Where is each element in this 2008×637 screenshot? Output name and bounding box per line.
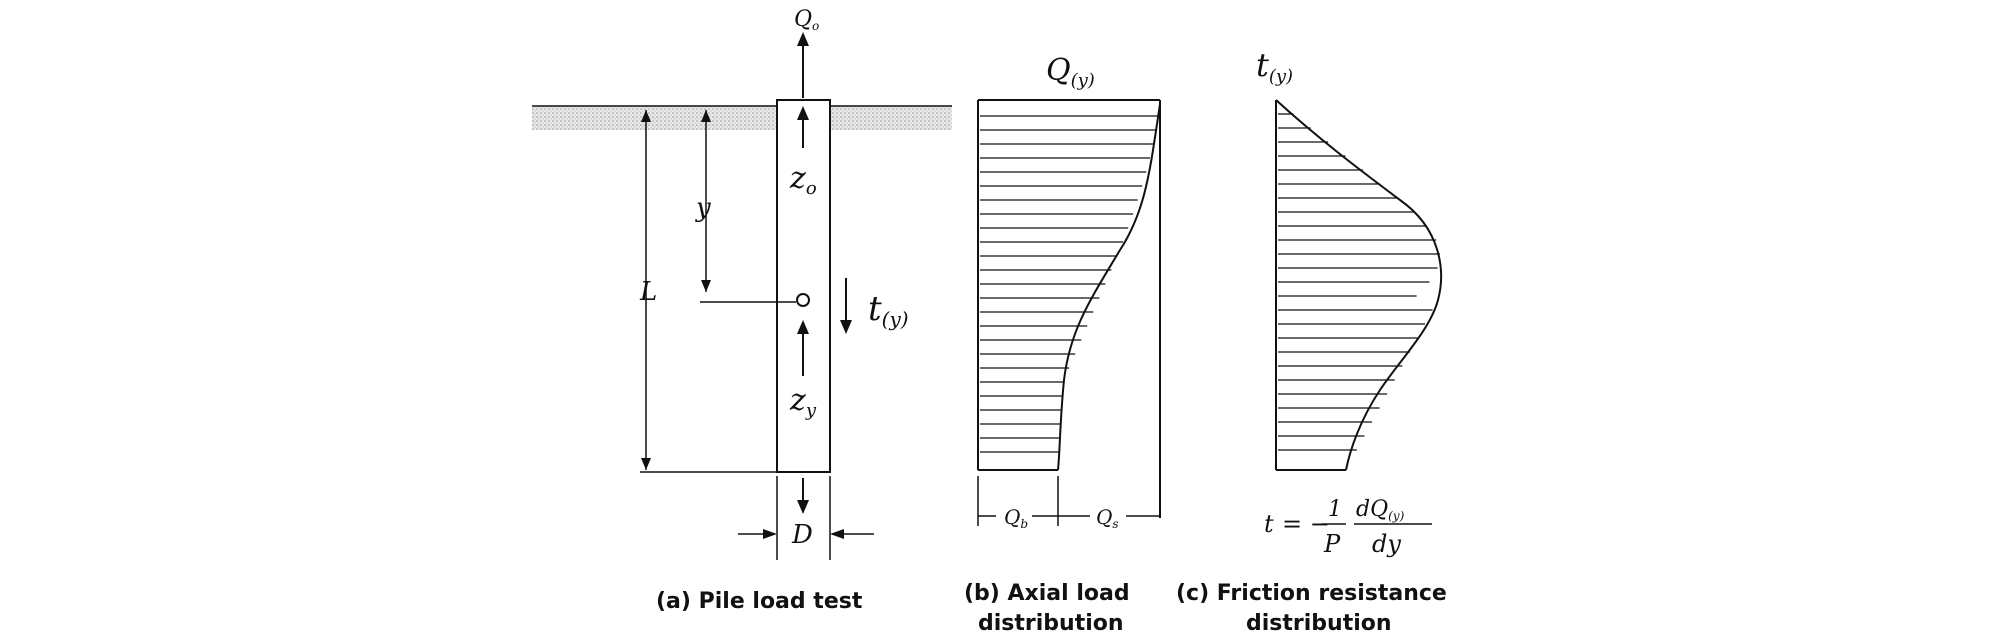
point-marker (796, 293, 810, 307)
svg-text:dQ(y): dQ(y) (1356, 497, 1405, 523)
axial-hatching (980, 115, 1159, 453)
diameter-label: D (791, 520, 813, 550)
axial-load-curve (1057, 103, 1161, 471)
base-resistance-label: Qb (1004, 505, 1028, 531)
panel-c-caption-2: distribution (1246, 611, 1392, 636)
panel-c-title: t(y) (1256, 46, 1293, 87)
svg-text:= −: = − (1282, 510, 1330, 538)
panel-c-friction-resistance: t(y) t = − 1 P dQ(y) dy (c) Friction res… (1176, 46, 1447, 636)
panel-a-caption: (a) Pile load test (656, 589, 863, 614)
panel-b-axial-load: Q(y) Qb Qs (b) Axial load distribution (964, 53, 1161, 636)
panel-b-caption-1: (b) Axial load (964, 581, 1130, 606)
svg-text:P: P (1323, 530, 1341, 558)
svg-text:t: t (1264, 510, 1274, 538)
z0-label: zo (789, 161, 817, 199)
svg-text:1: 1 (1328, 497, 1342, 522)
friction-formula: t = − 1 P dQ(y) dy (1264, 497, 1432, 558)
depth-label: y (695, 193, 711, 223)
zy-label: zy (789, 383, 817, 421)
pile (776, 99, 831, 473)
top-load-label: Qo (794, 7, 819, 33)
ground-surface (532, 106, 952, 130)
shaft-resistance-label: Qs (1096, 505, 1119, 531)
panel-b-title: Q(y) (1046, 53, 1095, 91)
friction-label: t(y) (868, 289, 909, 331)
panel-b-caption-2: distribution (978, 611, 1124, 636)
panel-a-pile-load-test: Qo zo zy t(y) y L (532, 7, 952, 614)
panel-c-caption-1: (c) Friction resistance (1176, 581, 1447, 606)
friction-hatching (1278, 113, 1440, 451)
svg-text:dy: dy (1372, 530, 1401, 558)
length-label: L (639, 277, 657, 307)
